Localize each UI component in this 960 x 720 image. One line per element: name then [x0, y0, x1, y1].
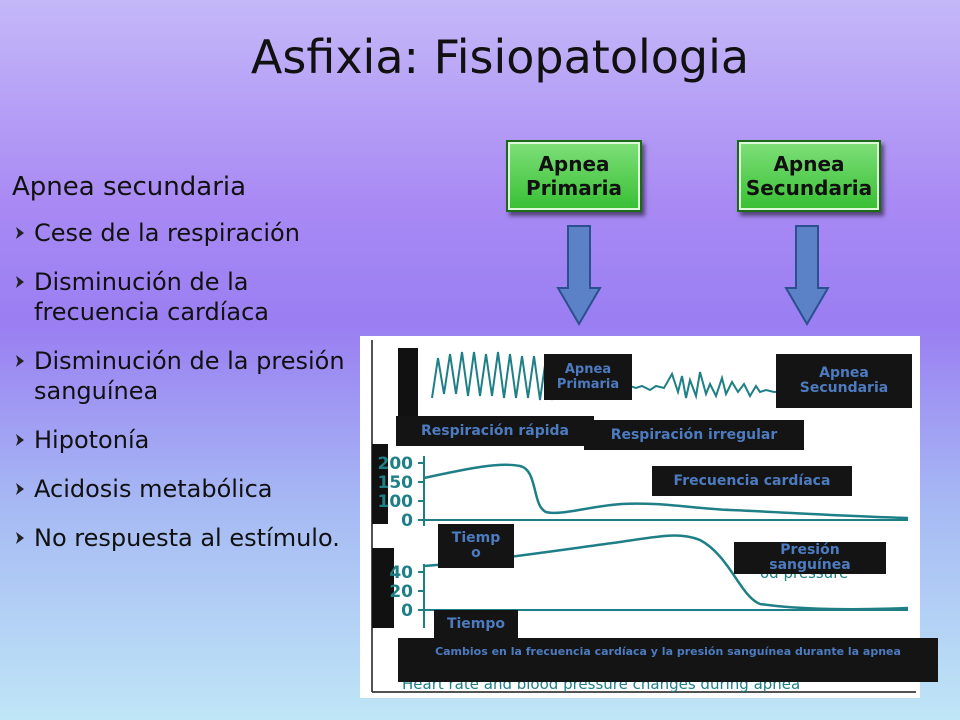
hr-tick: 100: [378, 492, 414, 512]
label-respiracion-irregular: Respiración irregular: [584, 420, 804, 450]
arrow-bullet-icon: [16, 227, 24, 239]
label-frecuencia-cardiaca: Frecuencia cardíaca: [652, 466, 852, 496]
label-tiempo-2: Tiempo: [434, 610, 518, 638]
arrow-bullet-icon: [16, 434, 24, 446]
arrow-bullet-icon: [16, 532, 24, 544]
bullet-item: Disminución de la frecuencia cardíaca: [12, 267, 357, 327]
apnea-chart-panel: 200 150 100 0 40 20 0 od pressure Heart …: [360, 336, 938, 698]
bullet-item: Cese de la respiración: [12, 218, 357, 248]
heart-rate-curve: [423, 463, 909, 520]
hr-tick: 150: [378, 473, 414, 493]
bp-tick: 20: [389, 582, 413, 602]
down-arrow-icon: [556, 225, 602, 326]
bullet-item: Acidosis metabólica: [12, 474, 357, 504]
arrow-bullet-icon: [16, 483, 24, 495]
bullet-item: Disminución de la presión sanguínea: [12, 346, 357, 406]
bullet-panel: Apnea secundaria Cese de la respiración …: [12, 172, 357, 572]
bp-tick: 40: [389, 563, 413, 583]
bullet-list: Cese de la respiración Disminución de la…: [12, 218, 357, 553]
chart-caption: Cambios en la frecuencia cardíaca y la p…: [398, 638, 938, 682]
slide-title: Asfixia: Fisiopatologia: [250, 30, 750, 84]
bullet-item: No respuesta al estímulo.: [12, 523, 357, 553]
blood-pressure-curve: [423, 534, 909, 611]
label-respiracion-rapida: Respiración rápida: [396, 416, 594, 446]
down-arrow-icon: [784, 225, 830, 326]
bullet-heading: Apnea secundaria: [12, 172, 247, 202]
arrow-bullet-icon: [16, 276, 24, 288]
bullet-item: Hipotonía: [12, 425, 357, 455]
hr-tick: 0: [401, 511, 413, 531]
arrow-bullet-icon: [16, 355, 24, 367]
hr-tick: 200: [378, 454, 414, 474]
bp-tick: 0: [401, 601, 413, 621]
